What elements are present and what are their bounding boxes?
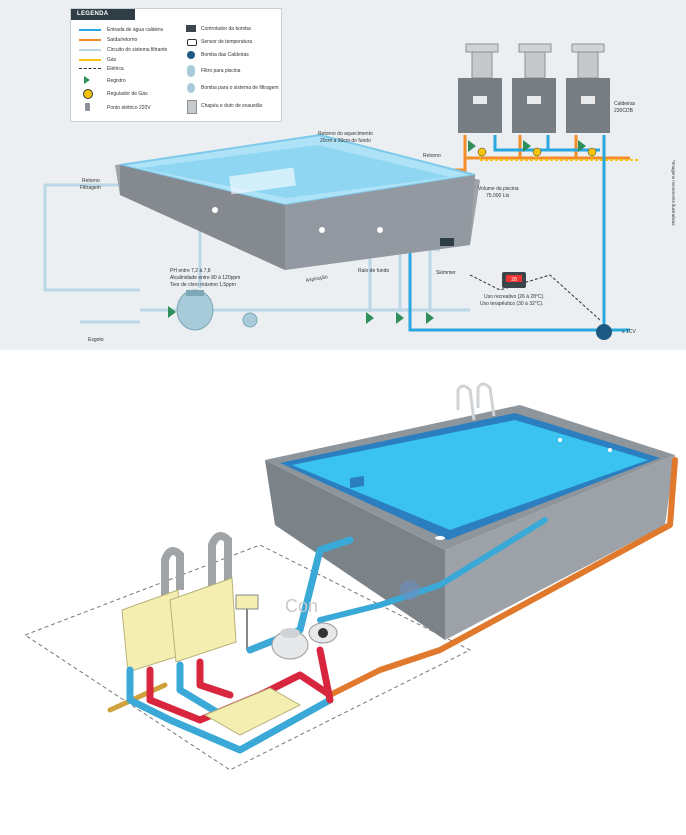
legend-item-entrada: Entrada de água caldeira <box>107 27 163 33</box>
swatch-circuito <box>79 49 101 51</box>
label-volume-value: 75.000 Lts <box>486 193 510 199</box>
legend-item-eletrica: Elétrica <box>107 66 124 72</box>
swatch-gas <box>79 59 101 61</box>
legend-item-saida: Saída/retorno <box>107 37 138 43</box>
pool-ladder <box>456 382 496 421</box>
pool-heating-schematic: 28 Retorno do aquecimento 20cm a 30cm do… <box>0 0 686 350</box>
label-uso-2: Uso terapêutico (30 à 32°C). <box>480 301 543 307</box>
heater-1 <box>458 43 502 133</box>
legend-item-chapeu: Chapéu e duto de exaustão <box>201 103 263 109</box>
label-retorno-filtragem-1: Retorno <box>82 178 100 184</box>
controller-display-value: 28 <box>511 277 517 283</box>
power-outlet-icon <box>85 103 90 111</box>
exhaust-icon <box>187 100 197 114</box>
illustration-svg: Con <box>23 382 678 771</box>
label-ralo: Ralo de fundo <box>358 268 389 274</box>
filter-icon <box>187 65 195 77</box>
legend-item-bomba-filtragem: Bomba para o sistema de filtragem <box>201 85 279 91</box>
label-retorno-aquecimento: Retorno do aquecimento <box>318 131 373 137</box>
heater-pump-icon <box>187 51 195 59</box>
legend-item-filtro: Filtro para piscina <box>201 68 241 74</box>
watermark-text: Con <box>285 596 318 616</box>
swatch-entrada <box>79 29 101 31</box>
heaters-group <box>458 43 610 133</box>
pool-top-view <box>115 133 480 270</box>
legend-item-ponto-eletrico: Ponto elétrico 220V <box>107 105 151 111</box>
legend-item-bomba-caldeiras: Bomba das Caldeiras <box>201 52 249 58</box>
heaters-3d <box>121 532 237 673</box>
equipment-base <box>203 687 302 736</box>
label-side-note: *Imagens meramente ilustrativas <box>671 160 676 226</box>
label-voltage: ≥ 1CV <box>622 329 637 335</box>
label-esgoto: Esgoto <box>88 337 104 343</box>
heater-2 <box>512 43 556 133</box>
filter-pump-3d <box>271 622 338 660</box>
label-ph-1: PH entre 7,2 à 7,8 <box>170 268 211 274</box>
legend-item-controlador: Controlador da bomba <box>201 26 251 32</box>
controller-icon <box>186 25 196 32</box>
label-retorno: Retorno <box>423 153 441 159</box>
swatch-eletrica <box>79 68 101 69</box>
label-caldeiras-model: 230CDB <box>614 108 634 114</box>
watermark-globe-icon <box>400 580 420 600</box>
legend-item-registro: Registro <box>107 78 126 84</box>
controller-3d <box>235 594 259 650</box>
label-ph-2: Alcalinidade entre 80 à 120ppm <box>170 275 240 281</box>
gas-regulator-icon <box>83 89 93 99</box>
label-caldeiras: Caldeiras <box>614 101 636 107</box>
label-ph-3: Teor de cloro máximo 1,5ppm <box>170 282 236 288</box>
filter-pump-icon <box>187 83 195 93</box>
valves <box>168 140 586 324</box>
ground-area-outline <box>23 544 472 771</box>
legend-item-gas: Gás <box>107 57 117 63</box>
label-uso-1: Uso recreativo (26 à 28°C). <box>484 294 545 300</box>
legend-item-circuito: Circuito do sistema filtrante <box>107 47 168 53</box>
filter-tank <box>176 289 214 331</box>
electric-line <box>469 274 601 321</box>
registro-icon <box>84 76 90 84</box>
pool-3d <box>265 405 675 640</box>
schematic-svg: 28 Retorno do aquecimento 20cm a 30cm do… <box>0 0 686 350</box>
legend-title: LEGENDA <box>71 9 135 20</box>
label-aspiracao: Aspiração <box>305 274 328 284</box>
label-volume: Volume da piscina <box>478 186 519 192</box>
swatch-saida <box>79 39 101 41</box>
label-retorno-aquecimento-2: 20cm a 30cm do fundo <box>320 138 371 144</box>
filter-pump <box>242 312 258 328</box>
label-retorno-filtragem-2: Filtragem <box>80 185 101 191</box>
legend: LEGENDA Entrada de água caldeira Saída/r… <box>70 8 282 122</box>
pump-controller: 28 <box>502 272 526 288</box>
legend-item-sensor: Sensor de temperatura <box>201 39 253 45</box>
temperature-sensor-icon <box>187 39 197 46</box>
label-skimmer: Skimmer <box>436 270 456 276</box>
schematic-labels: Retorno do aquecimento 20cm a 30cm do fu… <box>80 101 676 343</box>
pool-installation-illustration: Con <box>0 350 686 830</box>
legend-item-regulador: Regulador de Gás <box>107 91 148 97</box>
heater-pump <box>596 324 612 340</box>
heater-3 <box>566 43 610 133</box>
gas-regulators <box>477 147 597 157</box>
